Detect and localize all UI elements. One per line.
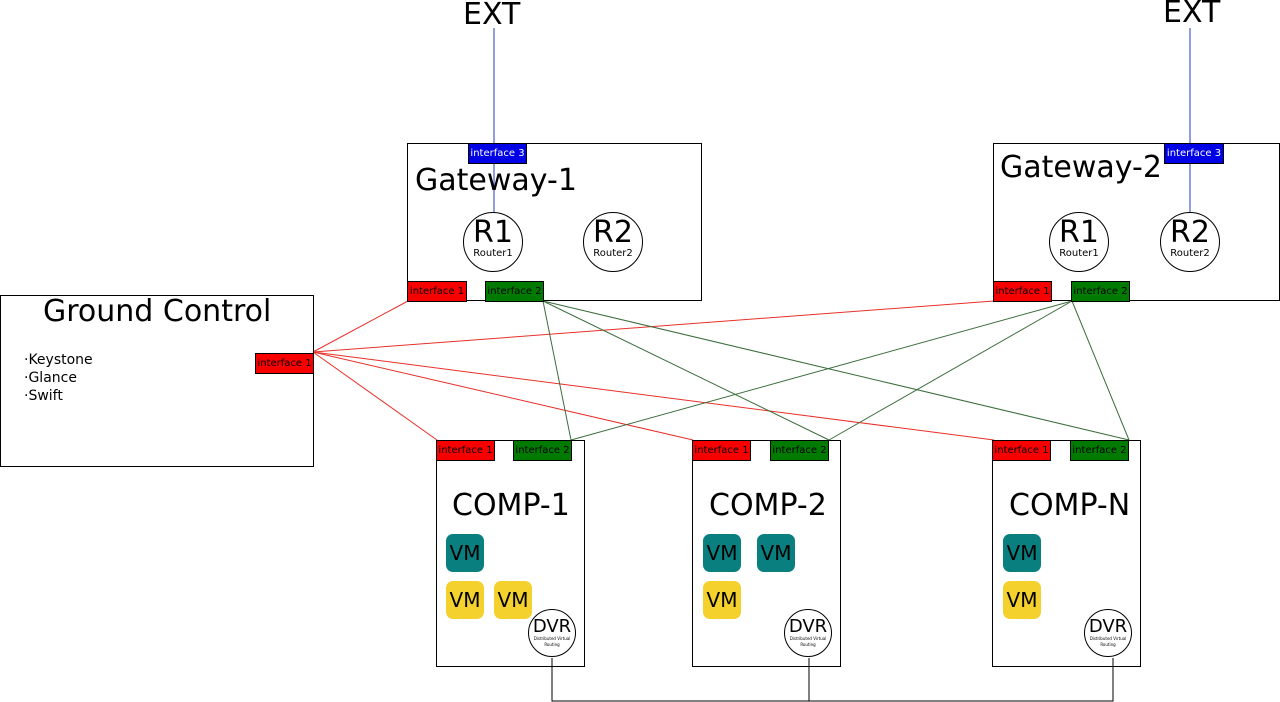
- router-name: Router2: [593, 248, 633, 259]
- gateway-2-router-2[interactable]: R2 Router2: [1160, 212, 1220, 272]
- data-link-g2-comp-1: [570, 300, 1073, 441]
- gateway-1-router-2[interactable]: R2 Router2: [583, 212, 643, 272]
- comp-n-interface-1[interactable]: interface 1: [992, 440, 1051, 461]
- gateway-2-title: Gateway-2: [1000, 150, 1162, 185]
- comp-1-vm-3[interactable]: VM: [494, 581, 532, 619]
- dvr-bus: [551, 658, 1114, 702]
- mgmt-link-comp-2: [312, 351, 694, 441]
- comp-1-dvr[interactable]: DVR Distributed Virtual Routing: [528, 609, 576, 657]
- router-name: Router1: [473, 248, 513, 259]
- ground-control-services: Keystone Glance Swift: [24, 351, 93, 405]
- comp-2-vm-3[interactable]: VM: [703, 581, 741, 619]
- gateway-1-interface-3[interactable]: interface 3: [468, 143, 527, 164]
- dvr-caption-1: Distributed Virtual: [789, 636, 827, 641]
- comp-n-title: COMP-N: [1009, 488, 1131, 523]
- comp-1-interface-1[interactable]: interface 1: [436, 440, 495, 461]
- dvr-caption-2: Routing: [1100, 642, 1116, 647]
- dvr-caption-1: Distributed Virtual: [1089, 636, 1127, 641]
- comp-2-interface-2[interactable]: interface 2: [770, 440, 829, 461]
- comp-n-vm-1[interactable]: VM: [1003, 534, 1041, 572]
- data-link-g1-comp-2: [542, 300, 830, 441]
- comp-1-title: COMP-1: [452, 488, 570, 523]
- ground-control-title: Ground Control: [43, 294, 272, 329]
- dvr-caption-2: Routing: [544, 642, 560, 647]
- gateway-2-interface-2[interactable]: interface 2: [1071, 281, 1130, 302]
- gateway-1-node[interactable]: [407, 143, 702, 301]
- service-keystone: Keystone: [24, 351, 92, 369]
- gateway-1-title: Gateway-1: [415, 163, 577, 198]
- dvr-label: DVR: [788, 616, 828, 637]
- dvr-label: DVR: [532, 616, 572, 637]
- comp-2-vm-2[interactable]: VM: [757, 534, 795, 572]
- dvr-caption-2: Routing: [800, 642, 816, 647]
- comp-2-interface-1[interactable]: interface 1: [692, 440, 751, 461]
- ground-control-node[interactable]: [0, 295, 314, 467]
- router-name: Router1: [1059, 248, 1099, 259]
- comp-1-node[interactable]: [436, 440, 585, 667]
- comp-1-vm-2[interactable]: VM: [446, 581, 484, 619]
- comp-2-vm-1[interactable]: VM: [703, 534, 741, 572]
- data-link-g1-comp-n: [542, 300, 1130, 441]
- service-glance: Glance: [24, 369, 93, 387]
- gateway-2-interface-3[interactable]: interface 3: [1164, 143, 1224, 164]
- data-link-g2-comp-2: [828, 300, 1073, 441]
- gateway-2-router-1[interactable]: R1 Router1: [1049, 212, 1109, 272]
- comp-1-vm-1[interactable]: VM: [446, 534, 484, 572]
- mgmt-link-comp-n: [312, 351, 995, 441]
- ext-label-2: EXT: [1163, 0, 1221, 30]
- gateway-1-router-1[interactable]: R1 Router1: [463, 212, 523, 272]
- data-link-g1-comp-1: [542, 300, 572, 441]
- comp-2-node[interactable]: [692, 440, 841, 667]
- comp-1-interface-2[interactable]: interface 2: [513, 440, 572, 461]
- comp-2-title: COMP-2: [709, 488, 827, 523]
- mgmt-link-comp-1: [312, 351, 438, 441]
- router-label: R1: [1059, 215, 1099, 250]
- mgmt-link-gateway-2: [312, 300, 995, 353]
- gateway-2-interface-1[interactable]: interface 1: [993, 281, 1052, 302]
- service-swift: Swift: [24, 387, 93, 405]
- mgmt-link-gateway-1: [312, 300, 409, 353]
- comp-n-dvr[interactable]: DVR Distributed Virtual Routing: [1084, 609, 1132, 657]
- data-link-g2-comp-n: [1071, 300, 1130, 441]
- dvr-label: DVR: [1088, 616, 1128, 637]
- gateway-1-interface-1[interactable]: interface 1: [407, 281, 467, 302]
- ext-label-1: EXT: [463, 0, 521, 32]
- router-label: R1: [473, 215, 513, 250]
- comp-n-vm-2[interactable]: VM: [1003, 581, 1041, 619]
- router-label: R2: [1170, 215, 1210, 250]
- comp-n-node[interactable]: [992, 440, 1141, 667]
- comp-n-interface-2[interactable]: interface 2: [1070, 440, 1129, 461]
- comp-2-dvr[interactable]: DVR Distributed Virtual Routing: [784, 609, 832, 657]
- router-label: R2: [593, 215, 633, 250]
- router-name: Router2: [1170, 248, 1210, 259]
- gateway-1-interface-2[interactable]: interface 2: [485, 281, 544, 302]
- ground-control-interface-1[interactable]: interface 1: [255, 353, 314, 374]
- dvr-caption-1: Distributed Virtual: [533, 636, 571, 641]
